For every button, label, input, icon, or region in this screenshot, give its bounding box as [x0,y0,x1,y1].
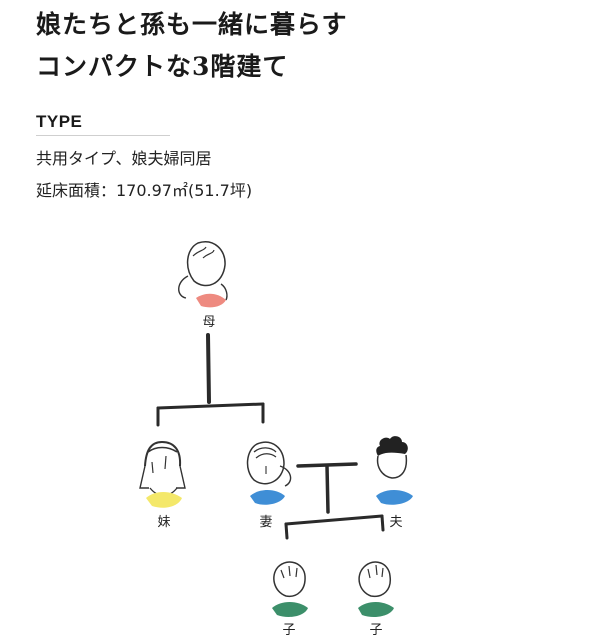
child-1-figure: 子 [272,562,308,638]
headline-line-2: コンパクトな3階建て [36,46,348,88]
type-description: 共用タイプ、娘夫婦同居 [36,146,212,172]
mother-label: 母 [202,315,215,330]
child-1-label: 子 [282,623,295,638]
floor-area: 延床面積：170.97㎡(51.7坪) [36,178,252,204]
type-divider [36,135,170,136]
headline: 娘たちと孫も一緒に暮らす コンパクトな3階建て [36,4,348,88]
younger-sister-figure: 妹 [140,442,185,530]
mother-figure: 母 [179,242,227,330]
wife-label: 妻 [259,515,272,530]
younger-sister-label: 妹 [157,515,170,530]
husband-label: 夫 [389,515,402,530]
child-2-label: 子 [369,623,382,638]
headline-line-1: 娘たちと孫も一緒に暮らす [36,4,348,46]
family-tree: 母 妹 妻 夫 子 [0,230,600,640]
tree-connectors [158,335,383,538]
type-label: TYPE [36,112,82,132]
child-2-figure: 子 [358,562,394,638]
wife-figure: 妻 [248,442,291,530]
